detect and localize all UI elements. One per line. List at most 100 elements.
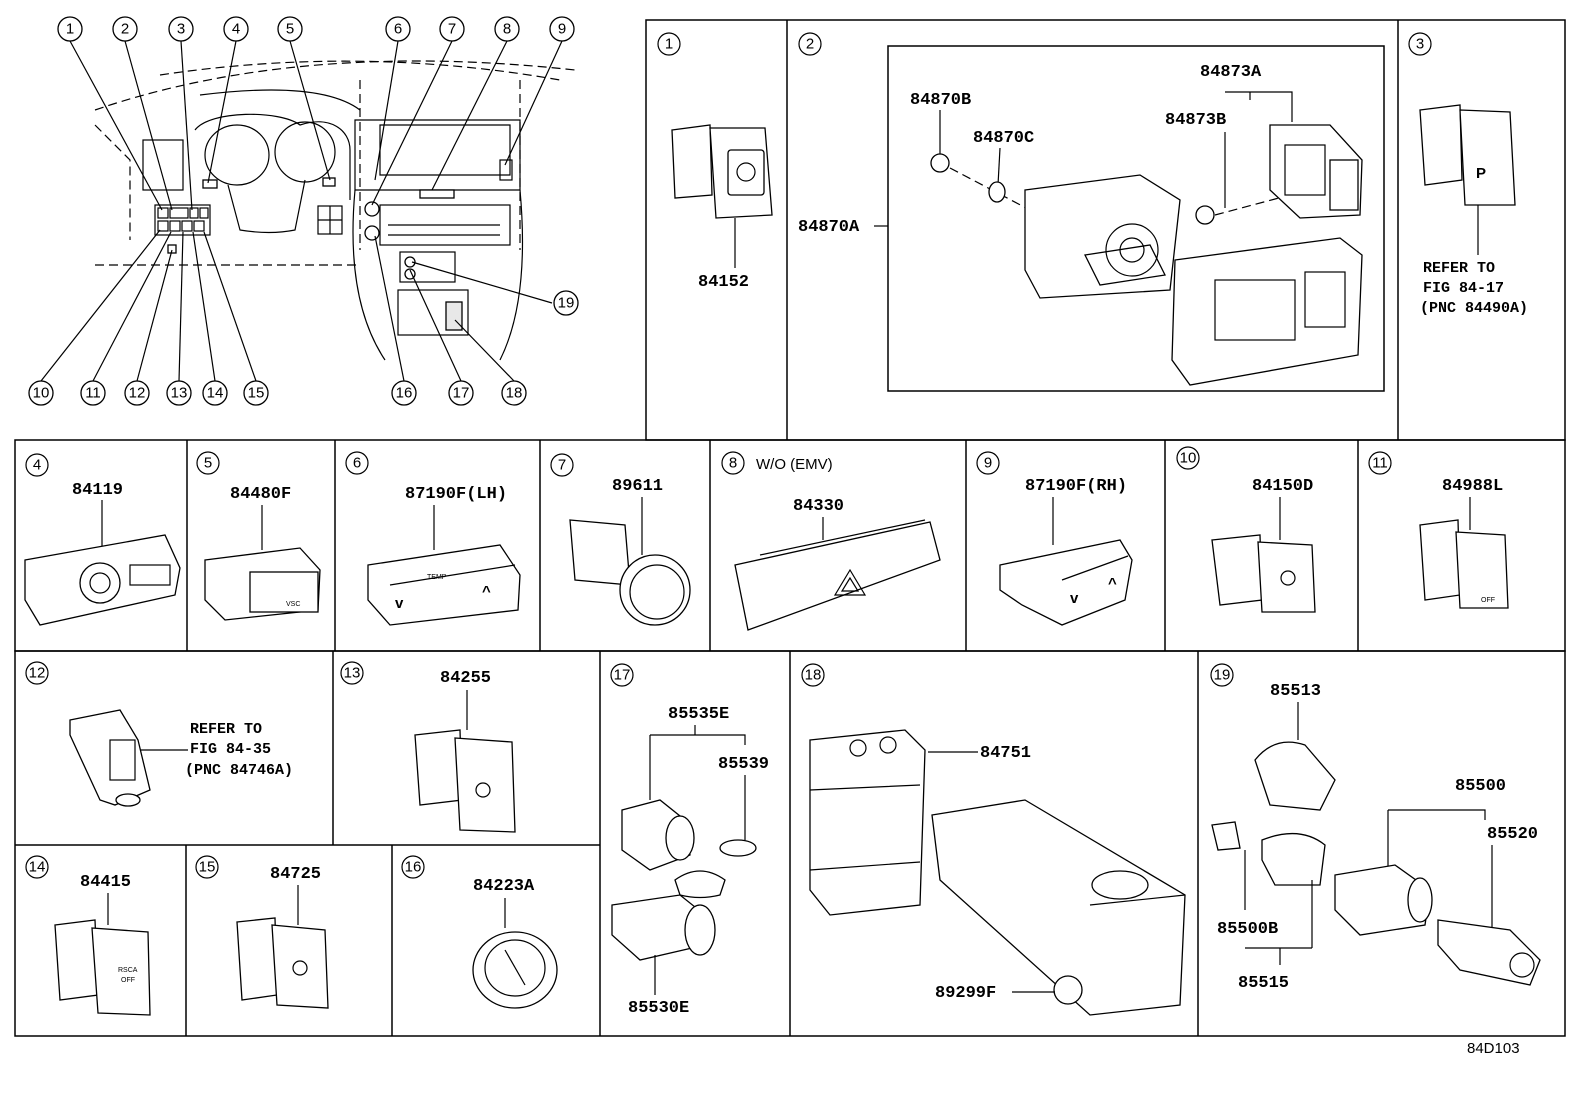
panel-18-number: 18 [801, 663, 825, 687]
callout-circle [168, 16, 194, 42]
callout-leader-line [454, 319, 515, 382]
svg-text:7: 7 [558, 457, 566, 474]
svg-text:84223A: 84223A [473, 877, 535, 896]
callout-leader-line [136, 249, 173, 382]
switch-parking-assist: P [1419, 104, 1516, 206]
svg-text:85535E: 85535E [668, 705, 729, 724]
panel-17-number: 17 [610, 663, 634, 687]
svg-text:W/O (EMV): W/O (EMV) [756, 456, 833, 473]
panel-12: 12 REFER TO FIG 84-35 (PNC 84746A) [25, 661, 293, 807]
panel-9: 9 87190F(RH) v ^ [976, 451, 1133, 626]
callout-leader-line [192, 231, 216, 382]
svg-text:84330: 84330 [793, 497, 844, 516]
callout-circle [439, 16, 465, 42]
svg-text:OFF: OFF [121, 977, 135, 984]
panel-8-number: 8 [721, 451, 745, 475]
callout-circle [277, 16, 303, 42]
svg-text:15: 15 [199, 859, 216, 876]
svg-text:85539: 85539 [718, 755, 769, 774]
svg-text:FIG 84-35: FIG 84-35 [190, 741, 271, 758]
figure-code: 84D103 [1467, 1040, 1520, 1057]
callout-leader-line [411, 261, 553, 304]
callout-number: 3 [177, 21, 185, 38]
svg-text:84415: 84415 [80, 873, 131, 892]
panel-8: 8 W/O (EMV) 84330 [721, 451, 941, 631]
callout-leader-line [92, 231, 172, 382]
svg-text:REFER TO: REFER TO [1423, 260, 1495, 277]
panel-1: 1 84152 [657, 32, 773, 292]
switch-84873A [1269, 124, 1363, 219]
svg-text:5: 5 [204, 455, 212, 472]
panel-9-number: 9 [976, 451, 1000, 475]
svg-text:OFF: OFF [1481, 597, 1495, 604]
part-84152-label: 84152 [698, 273, 749, 292]
svg-text:13: 13 [344, 665, 361, 682]
panel-6-number: 6 [345, 451, 369, 475]
callout-leader-line [504, 40, 563, 166]
callout-circle [112, 16, 138, 42]
svg-text:RSCA: RSCA [118, 967, 138, 974]
panel-4-number: 4 [25, 453, 49, 477]
svg-text:87190F(LH): 87190F(LH) [405, 485, 507, 504]
svg-text:REFER TO: REFER TO [190, 721, 262, 738]
callout-leader-line [374, 40, 399, 181]
callout-number: 16 [396, 385, 413, 402]
callout-number: 7 [448, 21, 456, 38]
svg-text:89611: 89611 [612, 477, 663, 496]
svg-text:84480F: 84480F [230, 485, 291, 504]
svg-text:TEMP: TEMP [427, 574, 447, 581]
panel-grid [14, 19, 1566, 1037]
svg-text:89299F: 89299F [935, 984, 996, 1003]
svg-text:18: 18 [805, 667, 822, 684]
panel-11-number: 11 [1368, 451, 1392, 475]
callout-number: 18 [506, 385, 523, 402]
callout-number: 13 [171, 385, 188, 402]
callout-leader-line [178, 231, 184, 382]
svg-text:8: 8 [729, 455, 737, 472]
callout-circle [448, 380, 474, 406]
panel-18: 18 84751 89299F [801, 663, 1186, 1016]
callout-circle [549, 16, 575, 42]
panel-13-number: 13 [340, 661, 364, 685]
callout-leader-line [371, 40, 453, 206]
callout-leader-line [40, 229, 161, 382]
svg-text:19: 19 [1214, 667, 1231, 684]
callout-circle [385, 16, 411, 42]
svg-text:^: ^ [1108, 575, 1117, 592]
svg-text:6: 6 [353, 455, 361, 472]
bezel-84870A [1171, 237, 1363, 386]
panel-14: 14 84415 RSCA OFF [25, 855, 151, 1016]
svg-text:85520: 85520 [1487, 825, 1538, 844]
panel-3-number: 3 [1408, 32, 1432, 56]
callout-number: 6 [394, 21, 402, 38]
svg-text:v: v [395, 595, 404, 612]
svg-text:85513: 85513 [1270, 682, 1321, 701]
svg-text:84751: 84751 [980, 744, 1031, 763]
panel-5: 5 84480F VSC [196, 451, 321, 621]
callout-circle [28, 380, 54, 406]
svg-text:84119: 84119 [72, 481, 123, 500]
callout-circle [391, 380, 417, 406]
panel-10: 10 84150D [1176, 446, 1316, 613]
svg-text:84988L: 84988L [1442, 477, 1503, 496]
svg-text:11: 11 [1372, 455, 1388, 472]
svg-text:84725: 84725 [270, 865, 321, 884]
switch-84152 [671, 124, 773, 219]
callout-circle [124, 380, 150, 406]
svg-text:85500: 85500 [1455, 777, 1506, 796]
panel-2: 2 84873A 84873B 84870B 84870C 84870A [798, 32, 1385, 392]
callout-circle [57, 16, 83, 42]
svg-text:84870B: 84870B [910, 91, 971, 110]
callout-number: 14 [207, 385, 224, 402]
callout-number: 4 [232, 21, 240, 38]
callout-leader-line [409, 269, 462, 382]
panel-19-number: 19 [1210, 663, 1234, 687]
svg-text:16: 16 [405, 859, 422, 876]
callout-leader-line [203, 231, 257, 382]
svg-text:2: 2 [806, 36, 814, 53]
panel-6: 6 87190F(LH) TEMP v ^ [345, 451, 521, 626]
panel-2-number: 2 [798, 32, 822, 56]
callout-number: 12 [129, 385, 146, 402]
svg-text:84255: 84255 [440, 669, 491, 688]
